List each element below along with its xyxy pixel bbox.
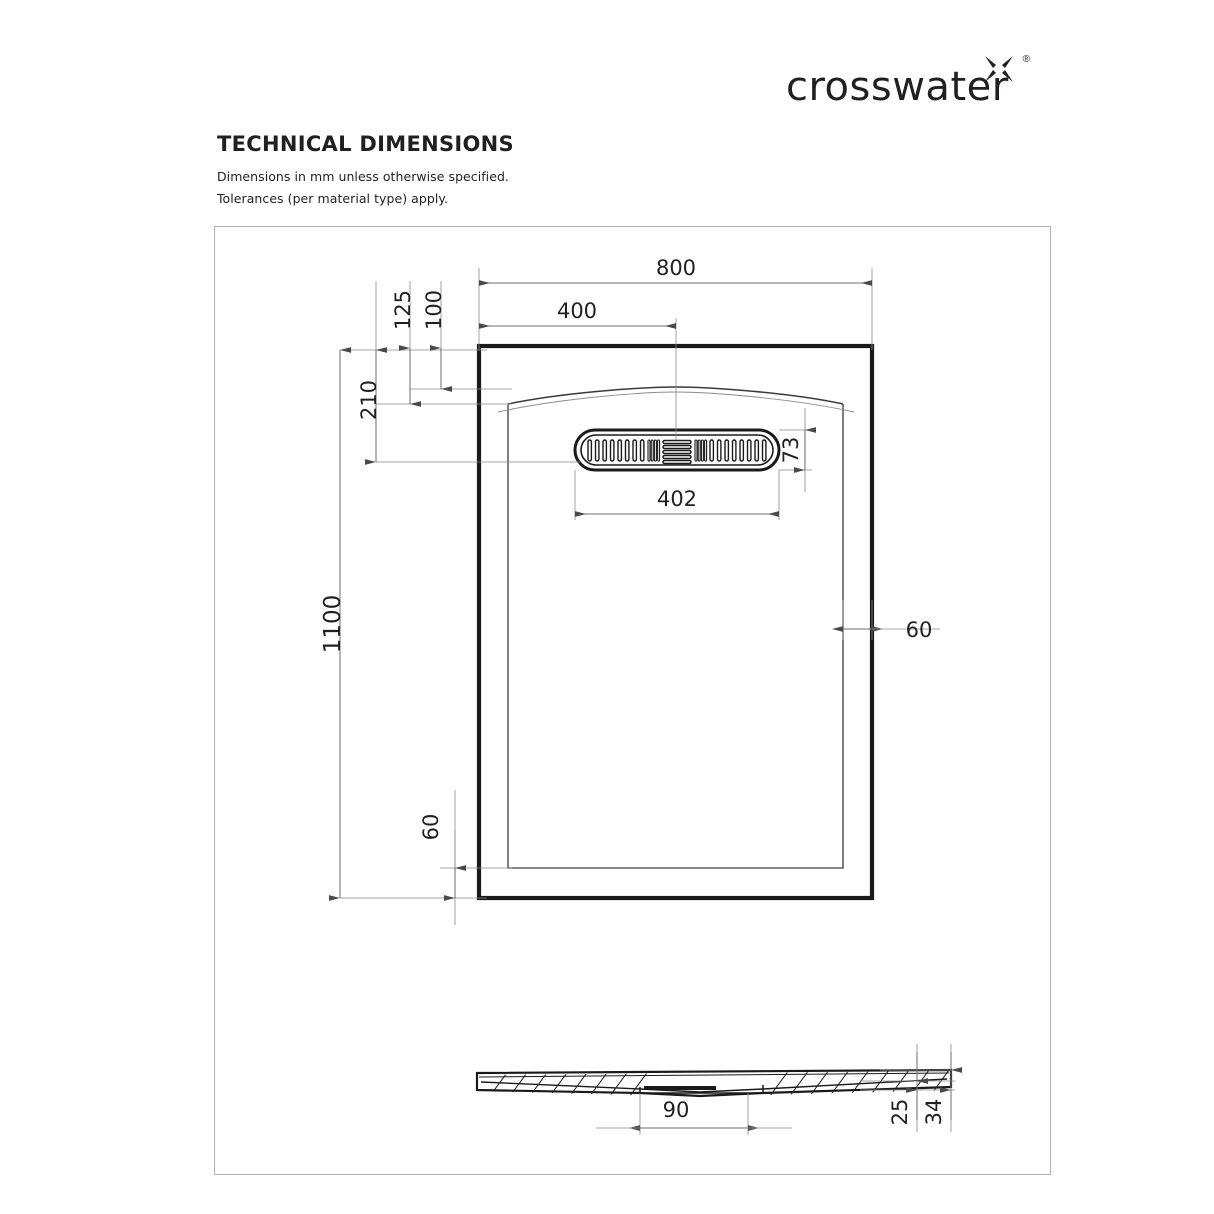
dimension-125-label: 125	[391, 290, 415, 330]
drawing-frame	[214, 226, 1051, 1175]
dimension-1100-label: 1100	[320, 595, 346, 654]
crosswater-x-icon	[985, 56, 1013, 82]
dimension-125: 125	[391, 281, 421, 407]
units-note: Dimensions in mm unless otherwise specif…	[217, 169, 509, 184]
dimension-60-bottom-label: 60	[419, 814, 443, 841]
dimension-402-label: 402	[657, 487, 697, 511]
dimension-60-right-label: 60	[906, 618, 933, 642]
dimension-60-bottom: 60	[419, 790, 466, 901]
registered-trademark-symbol: ®	[1022, 54, 1030, 65]
dimension-800: 800	[479, 256, 872, 286]
page-title: TECHNICAL DIMENSIONS	[217, 132, 514, 156]
dimension-34: 34	[922, 1044, 962, 1132]
brand-wordmark: crosswater	[786, 64, 1009, 110]
dimension-800-label: 800	[656, 256, 696, 280]
dimension-73-label: 73	[779, 437, 803, 464]
section-view	[475, 1068, 953, 1098]
dimension-90-label: 90	[663, 1098, 690, 1122]
drain-grate	[573, 428, 781, 472]
dimension-100: 100	[422, 281, 452, 392]
dimension-100-label: 100	[422, 290, 446, 330]
dimension-34-label: 34	[922, 1099, 946, 1126]
brand-logo: crosswater ®	[786, 52, 1036, 110]
heading-block: TECHNICAL DIMENSIONS Dimensions in mm un…	[217, 132, 817, 213]
dimension-73: 73	[779, 408, 816, 492]
dimension-402: 402	[575, 487, 779, 517]
dimension-60-right: 60	[832, 618, 940, 642]
tolerance-note: Tolerances (per material type) apply.	[217, 191, 449, 206]
dimension-90: 90	[596, 1098, 792, 1131]
dimension-210-label: 210	[357, 380, 381, 420]
dimension-25: 25	[888, 1044, 928, 1132]
dimension-1100: 1100	[320, 347, 351, 901]
dimension-210: 210	[357, 281, 387, 465]
dimension-400-label: 400	[557, 299, 597, 323]
dimension-25-label: 25	[888, 1099, 912, 1126]
dimension-400: 400	[479, 299, 676, 329]
